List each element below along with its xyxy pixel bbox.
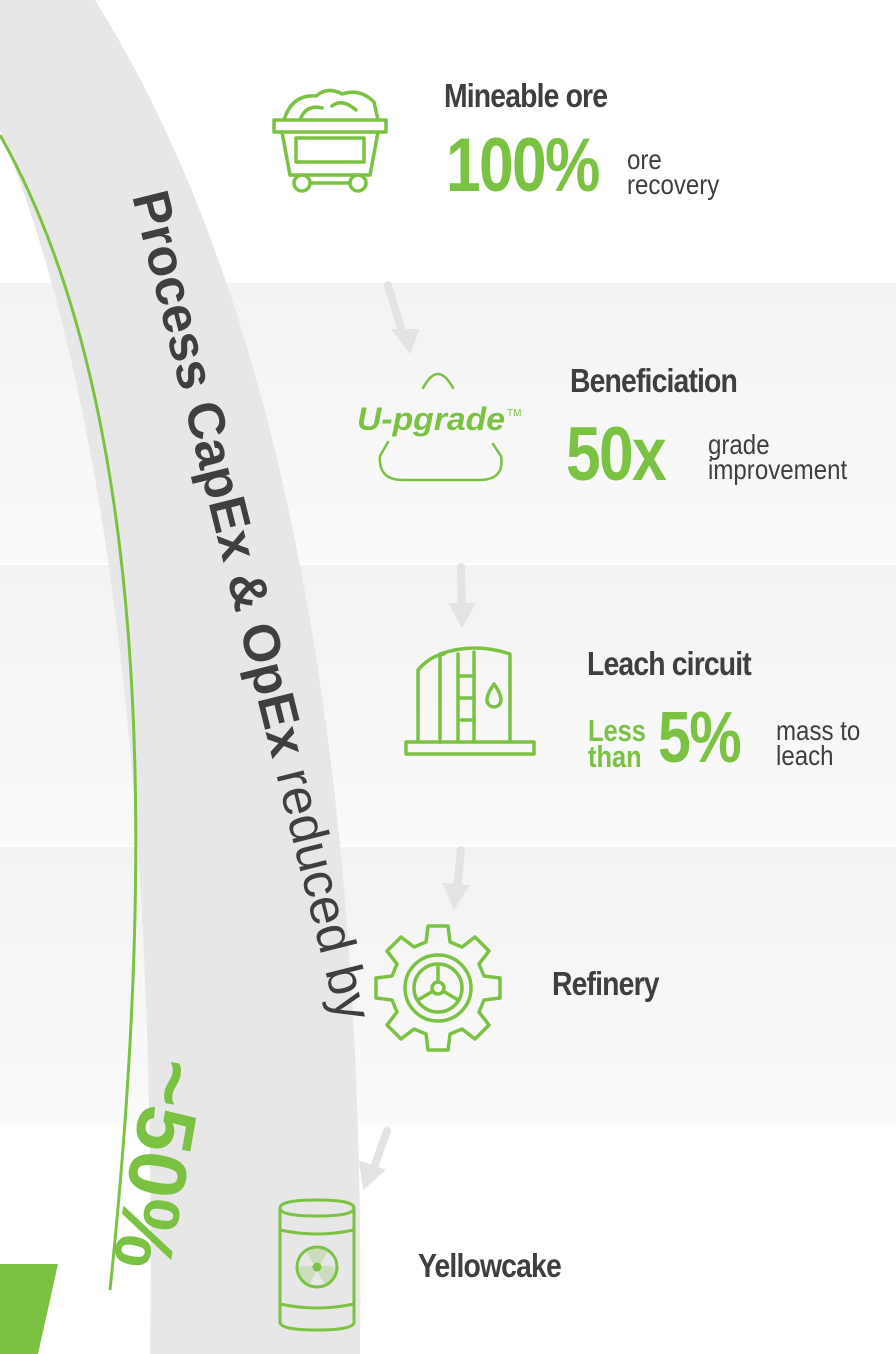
arrow-1-head: [390, 329, 420, 355]
stat-label-mass: mass to leach: [776, 715, 861, 771]
stat-prefix-less-than: Less than: [588, 713, 646, 774]
arrow-3-head: [442, 882, 470, 911]
arrow-2-head: [448, 603, 476, 629]
step-title-leach-circuit: Leach circuit: [587, 645, 752, 682]
stat-label-line1: grade: [708, 429, 770, 460]
step-title-beneficiation: Beneficiation: [570, 362, 738, 399]
u-pgrade-logo-text: U-pgrade: [357, 401, 505, 437]
stat-label-grade: grade improvement: [708, 429, 848, 485]
stat-prefix-line2: than: [588, 739, 642, 774]
arc-green-line: [0, 134, 138, 1291]
step-title-refinery: Refinery: [552, 965, 660, 1002]
arrow-2-shaft: [457, 563, 466, 614]
ore-cart-icon: [272, 88, 388, 193]
stat-label-line2: improvement: [708, 454, 848, 485]
stat-label-ore-recovery: ore recovery: [627, 144, 720, 200]
corner-accent: [0, 1264, 58, 1354]
stat-label-line2: leach: [776, 740, 834, 771]
stat-value-mass: 5%: [658, 698, 742, 778]
stat-label-line2: recovery: [627, 169, 720, 200]
u-pgrade-logo-tm: TM: [507, 408, 521, 419]
step-title-yellowcake: Yellowcake: [418, 1247, 562, 1284]
stat-value-ore-recovery: 100%: [446, 123, 600, 208]
u-pgrade-logo-icon: U-pgrade TM: [357, 372, 521, 482]
arrow-4-head: [358, 1160, 386, 1190]
arrow-1-shaft: [384, 281, 407, 339]
arrow-3-shaft: [453, 846, 465, 894]
radioactive-barrel-icon: [278, 1198, 356, 1332]
stat-label-line1: mass to: [776, 715, 861, 746]
arc-band: [0, 0, 361, 1354]
stat-value-grade: 50x: [566, 412, 667, 497]
stat-prefix-line1: Less: [588, 713, 646, 748]
gear-icon: [374, 924, 502, 1052]
stat-label-line1: ore: [627, 144, 662, 175]
step-title-mineable-ore: Mineable ore: [444, 77, 608, 114]
arrow-4-shaft: [369, 1127, 391, 1174]
leach-tank-icon: [404, 646, 536, 756]
